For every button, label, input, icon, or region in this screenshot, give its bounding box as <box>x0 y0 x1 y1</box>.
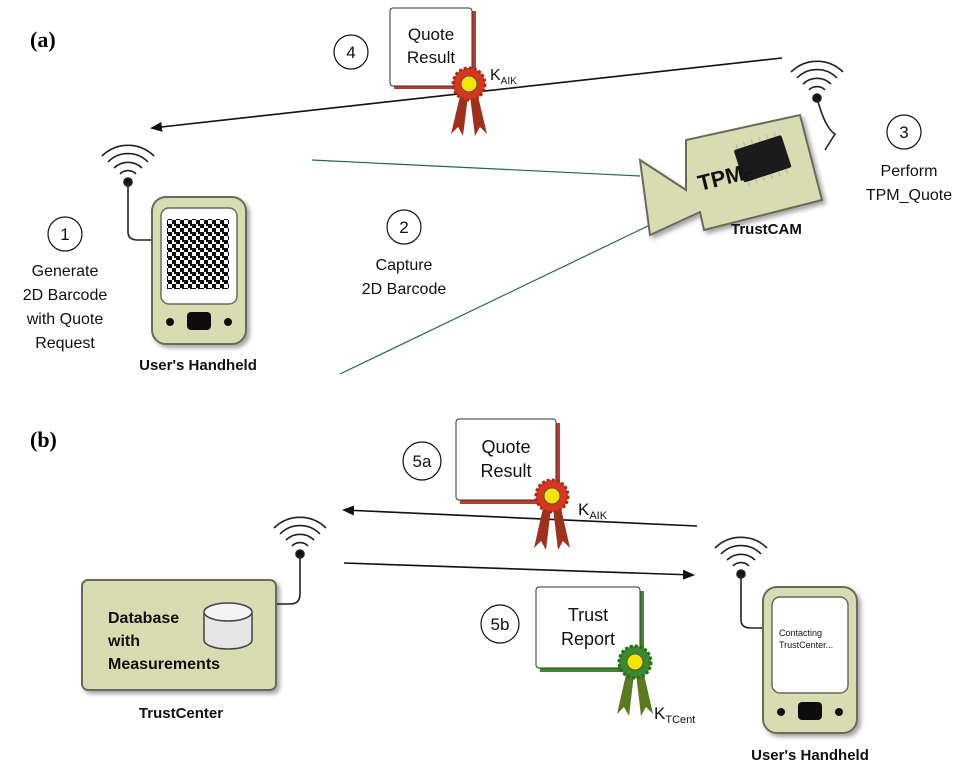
panel-b-label: (b) <box>30 427 57 452</box>
trust-card-line1: Trust <box>568 605 608 625</box>
seal-red-icon <box>534 478 570 550</box>
svg-text:with: with <box>107 633 140 650</box>
key-aik-b: KAIK <box>578 500 608 522</box>
quote-result-arrow-b <box>342 505 698 527</box>
trustcenter-label: TrustCenter <box>139 705 223 722</box>
svg-text:Perform: Perform <box>881 163 938 180</box>
quote-card-b-line1: Quote <box>481 437 530 457</box>
key-aik-a: KAIK <box>490 67 517 87</box>
svg-text:2D Barcode: 2D Barcode <box>362 281 447 298</box>
step-1-text: Generate 2D Barcode with Quote Request <box>23 263 108 352</box>
handheld-label-b: User's Handheld <box>751 747 869 764</box>
svg-text:TPM_Quote: TPM_Quote <box>866 187 952 204</box>
key-tcent: KTCent <box>654 704 695 726</box>
quote-card-line2: Result <box>407 48 455 67</box>
svg-text:5b: 5b <box>491 615 510 634</box>
step-1-circle: 1 <box>47 216 83 252</box>
handheld-screen-text: Contacting TrustCenter... <box>779 628 833 650</box>
handheld-label-a: User's Handheld <box>139 357 257 374</box>
svg-text:Contacting: Contacting <box>779 628 822 638</box>
step-5b-circle: 5b <box>480 604 520 644</box>
svg-text:2: 2 <box>399 218 408 237</box>
camera-sight-line-bottom <box>339 224 651 375</box>
svg-text:3: 3 <box>899 123 908 142</box>
trust-report-arrow-b <box>343 562 695 580</box>
trustcam-label: TrustCAM <box>731 221 802 238</box>
step-3-text: Perform TPM_Quote <box>866 163 952 204</box>
wireless-signal-icon <box>790 60 844 151</box>
step-5a-circle: 5a <box>402 441 442 481</box>
svg-text:2D Barcode: 2D Barcode <box>23 287 108 304</box>
svg-text:5a: 5a <box>413 452 432 471</box>
svg-text:TrustCenter...: TrustCenter... <box>779 640 833 650</box>
svg-text:4: 4 <box>346 43 355 62</box>
svg-text:with Quote: with Quote <box>26 311 104 328</box>
database-icon <box>203 602 253 650</box>
svg-text:Capture: Capture <box>376 257 433 274</box>
seal-green-icon <box>617 644 653 716</box>
quote-result-card-a: Quote Result <box>389 7 476 89</box>
wireless-signal-icon <box>101 144 155 241</box>
quote-card-line1: Quote <box>408 25 454 44</box>
quote-card-b-line2: Result <box>480 461 531 481</box>
seal-red-icon <box>451 66 487 136</box>
svg-text:Measurements: Measurements <box>108 656 220 673</box>
handheld-device-b <box>762 586 858 734</box>
wireless-signal-icon <box>273 516 327 605</box>
qr-code-icon <box>167 219 229 289</box>
svg-text:Database: Database <box>108 610 179 627</box>
trust-card-line2: Report <box>561 629 615 649</box>
step-3-circle: 3 <box>886 114 922 150</box>
chip-icon <box>734 131 792 187</box>
step-4-circle: 4 <box>333 34 369 70</box>
wireless-signal-icon <box>714 536 768 629</box>
svg-text:1: 1 <box>60 225 69 244</box>
trust-report-card: Trust Report <box>535 586 644 672</box>
handheld-device-a <box>151 196 247 345</box>
step-2-text: Capture 2D Barcode <box>362 257 447 298</box>
svg-text:Generate: Generate <box>32 263 99 280</box>
panel-a-label: (a) <box>30 27 56 52</box>
trustcenter-text: Database with Measurements <box>107 610 220 673</box>
step-2-circle: 2 <box>386 209 422 245</box>
camera-sight-line-top <box>311 159 641 177</box>
svg-text:Request: Request <box>35 335 95 352</box>
